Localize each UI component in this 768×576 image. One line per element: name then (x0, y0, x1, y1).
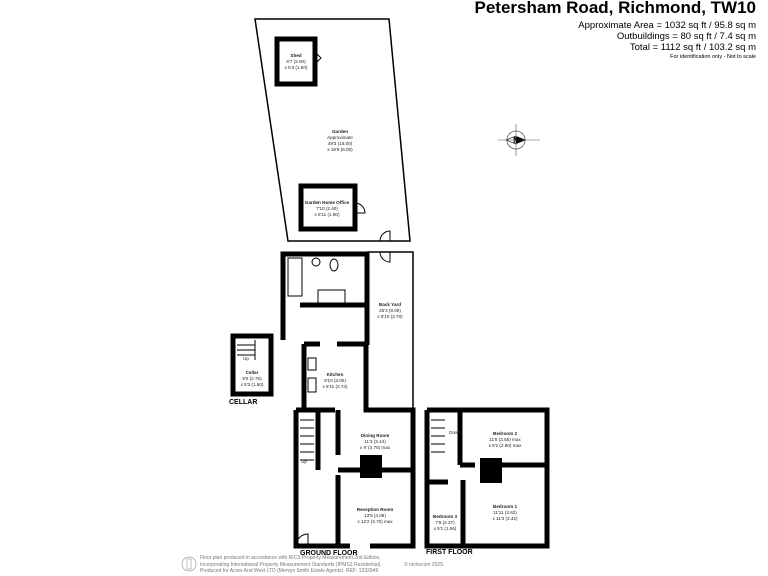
svg-text:9'10 (3.00): 9'10 (3.00) (324, 378, 346, 383)
yard-gate (379, 251, 391, 263)
rics-logo-icon (181, 556, 197, 572)
garden-gate (379, 230, 391, 242)
front-door (295, 533, 309, 547)
approximate-area: Approximate Area = 1032 sq ft / 95.8 sq … (578, 20, 756, 31)
svg-text:9'0 (2.75): 9'0 (2.75) (242, 376, 262, 381)
sink-icon (307, 377, 317, 393)
bathroom-walls (280, 251, 370, 345)
cellar-floor-label: CELLAR (229, 399, 257, 406)
svg-text:11'3 (3.44): 11'3 (3.44) (364, 439, 386, 444)
basin-icon (311, 257, 321, 267)
first-floor-label: FIRST FLOOR (426, 549, 473, 556)
svg-text:x 8'11 (2.73): x 8'11 (2.73) (322, 384, 348, 389)
svg-text:Back Yard: Back Yard (379, 302, 401, 307)
kitchen-walls (301, 341, 400, 413)
svg-text:N: N (513, 136, 519, 145)
svg-text:x 12'2 (3.70) max: x 12'2 (3.70) max (357, 519, 393, 524)
total-area: Total = 1112 sq ft / 103.2 sq m (629, 42, 756, 53)
ground-floor-walls (293, 407, 416, 549)
svg-text:x 9'2 (2.80) max: x 9'2 (2.80) max (489, 443, 522, 448)
svg-text:26'3 (8.00): 26'3 (8.00) (379, 308, 401, 313)
shed-door (314, 51, 322, 65)
cellar (230, 333, 274, 397)
footer-line: Incorporating International Property Mea… (200, 561, 382, 568)
footer-line: Floor plan produced in accordance with R… (200, 555, 381, 561)
svg-text:x 5'1 (1.56): x 5'1 (1.56) (434, 526, 457, 531)
svg-text:Shed: Shed (290, 53, 301, 58)
svg-text:49'3 (15.00): 49'3 (15.00) (328, 141, 353, 146)
chimney-breast (360, 455, 382, 478)
compass-north-icon: N (498, 124, 540, 156)
first-floor-walls (424, 407, 550, 549)
svg-text:Garden Home Office: Garden Home Office (305, 200, 350, 205)
hob-icon (307, 357, 317, 371)
svg-text:Cellar: Cellar (246, 370, 259, 375)
svg-text:Bedroom 3: Bedroom 3 (433, 514, 457, 519)
svg-text:6'7 (2.00): 6'7 (2.00) (286, 59, 306, 64)
svg-text:7'9 (2.37): 7'9 (2.37) (435, 520, 455, 525)
svg-text:x 5'3 (1.60): x 5'3 (1.60) (285, 65, 308, 70)
shed (274, 36, 318, 87)
svg-text:Up: Up (243, 356, 249, 361)
outbuildings-area: Outbuildings = 80 sq ft / 7.4 sq m (616, 31, 756, 42)
svg-text:x 9' (2.75) max: x 9' (2.75) max (360, 445, 391, 450)
svg-text:Kitchen: Kitchen (327, 372, 344, 377)
svg-text:Approximate: Approximate (327, 135, 353, 140)
svg-text:11'11 (3.62): 11'11 (3.62) (493, 510, 517, 515)
svg-text:x 5'11 (1.80): x 5'11 (1.80) (314, 212, 340, 217)
ground-floor-label: GROUND FLOOR (300, 550, 358, 557)
svg-text:x 19'8 (6.00): x 19'8 (6.00) (327, 147, 353, 152)
svg-text:13'5 (4.08): 13'5 (4.08) (364, 513, 386, 518)
cellar-stairs (237, 340, 256, 360)
first-chimney-breast (480, 458, 502, 483)
svg-text:Bedroom 2: Bedroom 2 (493, 431, 517, 436)
svg-text:Bedroom 1: Bedroom 1 (493, 504, 517, 509)
ground-stairs (300, 419, 314, 461)
footer-line: Produced for Acres And West LTD (Mervyn … (200, 568, 379, 574)
svg-text:11'8 (3.55) max: 11'8 (3.55) max (489, 437, 521, 442)
scale-note: For identification only - Not to scale (670, 54, 756, 60)
first-stairs (431, 419, 445, 453)
svg-text:Reception Room: Reception Room (357, 507, 394, 512)
svg-text:Up: Up (301, 459, 307, 464)
svg-text:x 11'3 (3.42): x 11'3 (3.42) (492, 516, 518, 521)
garden-home-office (298, 183, 358, 232)
svg-text:Dining Room: Dining Room (361, 433, 390, 438)
garden-boundary (254, 18, 411, 242)
svg-text:Garden: Garden (332, 129, 348, 134)
bath-icon (287, 257, 303, 297)
svg-text:Down: Down (449, 430, 461, 435)
back-yard-boundary (367, 251, 414, 410)
shower-icon (317, 289, 346, 305)
office-door (354, 202, 366, 214)
svg-text:7'10 (2.40): 7'10 (2.40) (316, 206, 338, 211)
svg-text:x 5'3 (1.60): x 5'3 (1.60) (241, 382, 264, 387)
page-title: Petersham Road, Richmond, TW10 (474, 0, 757, 17)
toilet-icon (329, 258, 339, 272)
footer-disclaimer: Floor plan produced in accordance with R… (200, 555, 382, 575)
room-labels: Shed 6'7 (2.00) x 5'3 (1.60) Garden Appr… (241, 53, 523, 531)
svg-text:x 8'10 (2.70): x 8'10 (2.70) (377, 314, 403, 319)
copyright: © nichecom 2025. (404, 562, 445, 568)
